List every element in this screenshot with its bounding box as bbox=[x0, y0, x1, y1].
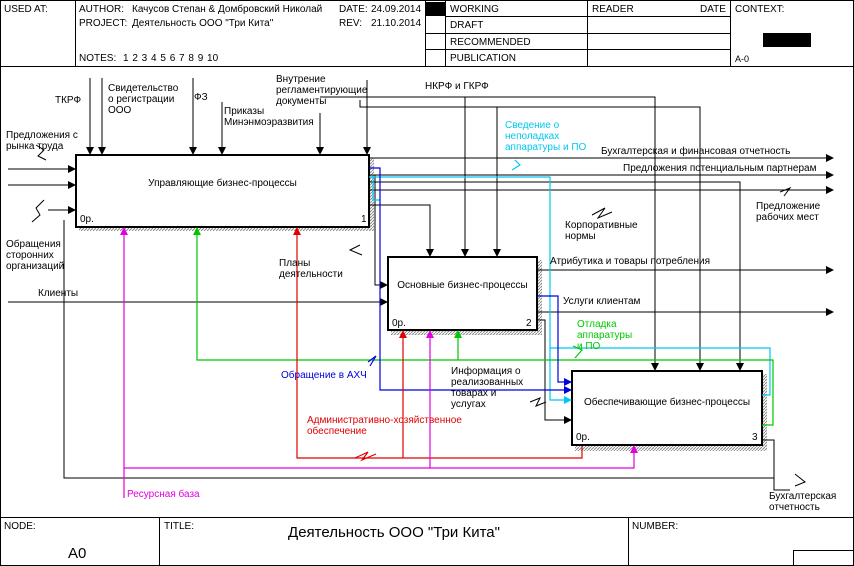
reader-date-label: DATE bbox=[700, 4, 726, 15]
arrow-otladka bbox=[193, 227, 774, 426]
label-prikazy: Приказы Минэнмоэразвития bbox=[224, 106, 314, 128]
rev-label: REV: bbox=[339, 18, 362, 29]
green-arrows bbox=[193, 227, 774, 426]
label-obrasch-st: Обращения сторонних организаций bbox=[6, 239, 65, 272]
arrow-buh-otch bbox=[773, 478, 790, 491]
context-label: CONTEXT: bbox=[735, 4, 785, 15]
squiggle-4 bbox=[591, 207, 613, 220]
label-buh-otch: Бухгалтерская отчетность bbox=[769, 491, 837, 513]
status-draft: DRAFT bbox=[450, 20, 484, 31]
used-at-label: USED AT: bbox=[4, 4, 48, 15]
label-nkrf: НКРФ и ГКРФ bbox=[425, 81, 489, 92]
activity-boxes bbox=[75, 154, 767, 451]
label-resurs: Ресурсная база bbox=[127, 489, 200, 500]
squiggle-7 bbox=[794, 473, 806, 487]
squiggle-1 bbox=[35, 144, 47, 161]
box-management[interactable] bbox=[75, 154, 370, 228]
label-korp: Корпоративные нормы bbox=[565, 220, 638, 242]
arrow-to-support bbox=[369, 181, 744, 371]
label-atrib: Атрибутика и товары потребления bbox=[550, 256, 711, 267]
squiggle-6 bbox=[529, 397, 547, 407]
notes-value: 1 2 3 4 5 6 7 8 9 10 bbox=[123, 53, 219, 64]
arrow-korp bbox=[369, 204, 434, 257]
magenta-arrows bbox=[120, 227, 638, 498]
squiggle-green bbox=[572, 345, 583, 359]
squiggle-2 bbox=[31, 199, 45, 223]
status-working: WORKING bbox=[450, 4, 499, 15]
squiggle-5 bbox=[779, 186, 792, 197]
box-core[interactable] bbox=[387, 256, 538, 331]
author-value: Качусов Степан & Домбровский Николай bbox=[132, 4, 323, 15]
rev-value: 21.10.2014 bbox=[371, 18, 422, 29]
squiggle-3 bbox=[348, 244, 363, 256]
blue-arrows bbox=[367, 167, 572, 394]
box-support[interactable] bbox=[571, 370, 763, 446]
arrow-ahch-2 bbox=[537, 295, 572, 386]
context-id: A-0 bbox=[735, 54, 750, 64]
arrow-nkrf-1 bbox=[320, 96, 659, 371]
box-support-cost: 0р. bbox=[576, 432, 590, 443]
arrow-info bbox=[537, 319, 572, 424]
context-thumbnail bbox=[763, 33, 811, 47]
label-plany: Планы деятельности bbox=[279, 258, 343, 280]
red-arrows bbox=[293, 227, 583, 462]
label-predl-rynka: Предложения с рынка труда bbox=[6, 130, 78, 152]
reader-label: READER bbox=[592, 4, 634, 15]
label-predl-rab: Предложение рабочих мест bbox=[756, 201, 821, 223]
box-management-num: 1 bbox=[361, 214, 367, 225]
label-obrasch-ahch: Обращение в АХЧ bbox=[281, 370, 367, 381]
header-grid bbox=[0, 0, 854, 67]
arrow-ahch bbox=[369, 167, 572, 394]
box-support-num: 3 bbox=[752, 432, 758, 443]
node-label: NODE: bbox=[4, 521, 36, 532]
title-label: TITLE: bbox=[164, 521, 195, 532]
cyan-arrows bbox=[369, 159, 771, 404]
black-arrows bbox=[8, 78, 834, 491]
date-label: DATE: bbox=[339, 4, 368, 15]
arrow-svedenie-3 bbox=[549, 347, 572, 404]
label-predl-partn: Предложения потенциальным партнерам bbox=[623, 163, 817, 174]
working-marker bbox=[426, 2, 445, 16]
label-svedenie: Сведение о неполадках аппаратуры и ПО bbox=[505, 120, 587, 153]
squiggle-blue bbox=[367, 355, 377, 367]
label-svid: Свидетельство о регистрации ООО bbox=[108, 83, 179, 116]
label-klienty: Клиенты bbox=[38, 288, 79, 299]
diagram-title: Деятельность ООО "Три Кита" bbox=[288, 524, 500, 541]
box-core-cost: 0р. bbox=[392, 318, 406, 329]
arrow-svedenie-2 bbox=[372, 177, 380, 201]
arrow-vnutr-3 bbox=[497, 106, 704, 371]
project-value: Деятельность ООО "Три Кита" bbox=[132, 18, 274, 29]
label-admin: Административно-хозяйственное обеспечени… bbox=[307, 415, 462, 437]
status-publication: PUBLICATION bbox=[450, 53, 516, 64]
squiggle-cyan bbox=[511, 159, 521, 171]
label-uslugi: Услуги клиентам bbox=[563, 296, 641, 307]
label-info: Информация о реализованных товарах и усл… bbox=[451, 366, 524, 410]
box-management-cost: 0р. bbox=[80, 214, 94, 225]
arrow-resurs-2 bbox=[124, 445, 638, 469]
number-label: NUMBER: bbox=[632, 521, 679, 532]
label-fz: ФЗ bbox=[194, 92, 208, 103]
box-core-num: 2 bbox=[526, 318, 532, 329]
notes-label: NOTES: bbox=[79, 53, 117, 64]
arrow-svedenie bbox=[369, 176, 771, 396]
box-support-title: Обеспечивающие бизнес-процессы bbox=[583, 397, 751, 408]
status-recommended: RECOMMENDED bbox=[450, 37, 531, 48]
box-management-title: Управляющие бизнес-процессы bbox=[148, 178, 297, 189]
label-tkrf: ТКРФ bbox=[55, 95, 82, 106]
squiggle-red bbox=[354, 451, 377, 462]
date-value: 24.09.2014 bbox=[371, 4, 422, 15]
arrow-plany bbox=[369, 174, 388, 289]
project-label: PROJECT: bbox=[79, 18, 128, 29]
box-core-title: Основные бизнес-процессы bbox=[397, 280, 528, 291]
node-value: A0 bbox=[68, 545, 87, 562]
label-buh-fin: Бухгалтерская и финансовая отчетность bbox=[601, 146, 791, 157]
label-vnutr: Внутрение регламентирующие документы bbox=[276, 74, 368, 107]
footer-grid bbox=[0, 517, 854, 566]
author-label: AUTHOR: bbox=[79, 4, 124, 15]
label-otladka: Отладка аппаратуры и ПО bbox=[577, 319, 633, 352]
arrow-admin bbox=[293, 227, 583, 459]
